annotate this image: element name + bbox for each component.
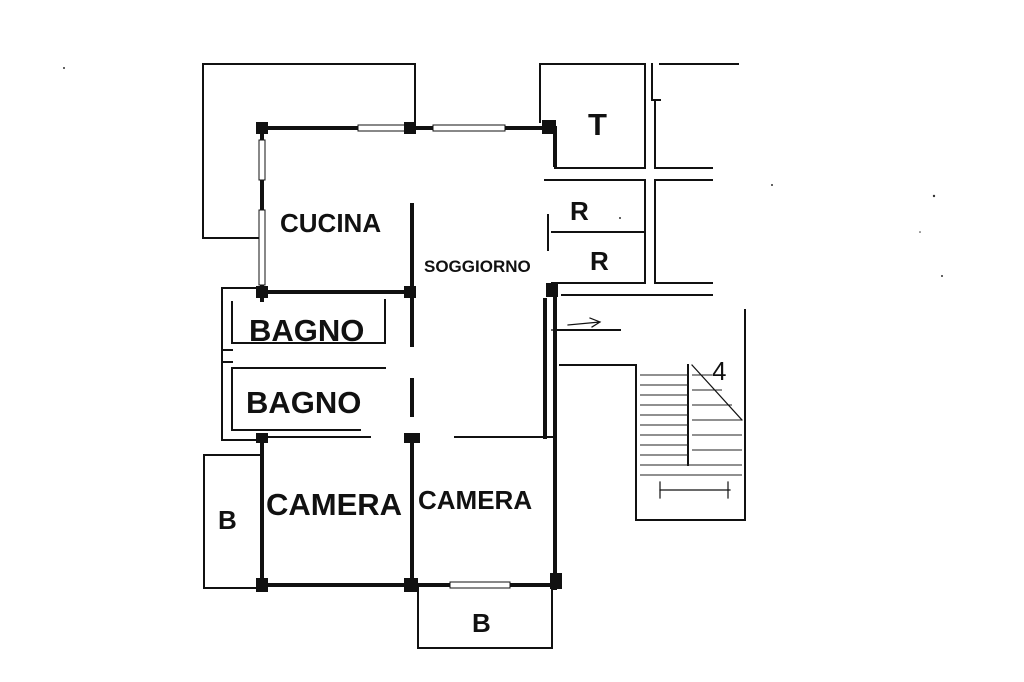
kitchen-label: CUCINA [280,208,381,238]
window-top-living [432,124,506,132]
window-left-kitchen [258,139,266,286]
balcony-left-walls [203,454,263,589]
scan-speckles [63,67,943,331]
bathroom-1-label: BAGNO [249,313,364,348]
bedroom-2-label: CAMERA [418,485,532,515]
stair-number-label: 4 [712,356,726,386]
storage-2-label: R [590,246,609,276]
living-room-label: SOGGIORNO [424,257,531,276]
kitchen-terrace-outline [202,63,416,239]
balcony-left-label: B [218,505,237,535]
staircase [635,309,746,521]
terrace-label: T [588,107,607,142]
bathroom-2-label: BAGNO [246,385,361,420]
balcony-bottom-walls [417,587,553,649]
balcony-bottom-label: B [472,608,491,638]
bathroom-walls [221,287,414,441]
interior-walls [261,203,556,587]
bedroom-1-label: CAMERA [266,487,402,522]
window-bottom-camera [449,581,511,589]
window-top-kitchen [357,124,411,132]
storage-walls [544,179,713,296]
storage-1-label: R [570,196,589,226]
terrace-walls [539,63,739,169]
structural-posts [256,120,562,592]
entrance-landing [554,317,637,366]
